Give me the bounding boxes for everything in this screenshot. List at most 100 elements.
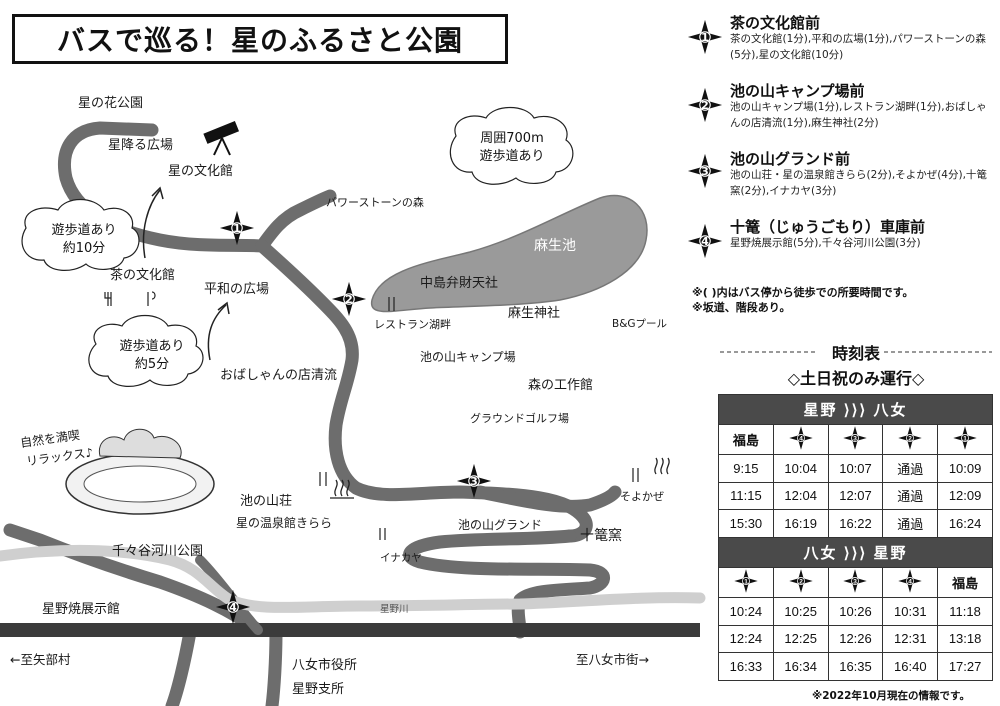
timetable-subheading: ◇土日祝のみ運行◇	[787, 369, 925, 388]
table-row: 11:15 12:04 12:07 通過 12:09	[718, 481, 993, 510]
cloud-3-line-2: 遊歩道あり	[479, 148, 545, 164]
stop-4-name: 十篭（じゅうごもり）車庫前	[730, 218, 926, 236]
label-hoshinoyaki: 星野焼展示館	[42, 602, 121, 617]
trees	[98, 428, 182, 459]
cloud-3	[449, 107, 574, 185]
cloud-1-line-1: 遊歩道あり	[51, 223, 117, 238]
table-cell: 10:04	[772, 454, 829, 483]
cloud-1-text: 遊歩道あり 約10分	[36, 222, 132, 257]
label-hoshino-onsen: 星の温泉館きらら	[236, 516, 333, 530]
table-row: 9:15 10:04 10:07 通過 10:09	[718, 454, 993, 483]
cloud-2-line-2: 約5分	[134, 356, 170, 372]
road-city-office	[165, 625, 197, 706]
table-cell: 12:26	[827, 624, 884, 653]
label-mori-workshop: 森の工作館	[528, 378, 594, 393]
dir1-stop-b-num: 3	[854, 436, 858, 443]
dir1-header-stop-b: 3	[827, 424, 884, 455]
legend-num-3: 3	[701, 165, 709, 178]
cloud-1	[21, 198, 140, 271]
trail-arrow-1	[142, 189, 161, 259]
label-ground-golf: グラウンドゴルフ場	[470, 412, 569, 425]
road-main-north	[255, 189, 337, 253]
label-restaurant: レストラン湖畔	[374, 318, 451, 331]
dir1-header-fukushima: 福島	[718, 424, 774, 455]
label-power-stone: パワーストーンの森	[326, 196, 424, 209]
label-asou-pond: 麻生池	[534, 238, 576, 254]
label-hoshino-river: 星野川	[380, 604, 409, 615]
table-cell: 13:18	[937, 624, 993, 653]
telescope-icon	[203, 120, 240, 156]
star-icon: 2	[898, 425, 923, 451]
label-chijiya-park: 千々谷河川公園	[112, 544, 204, 559]
label-to-yame: 至八女市街→	[576, 652, 649, 667]
stop-2-desc: 池の山キャンプ場(1分),レストラン湖畔(1分),おばしゃんの店清流(1分),麻…	[730, 101, 987, 129]
table-cell: 通過	[882, 481, 939, 510]
label-to-yabe: ←至矢部村	[10, 652, 71, 667]
hoshino-river-line	[0, 544, 706, 613]
table-cell: 10:31	[882, 597, 939, 626]
dir2-stop-b-num: 2	[799, 579, 803, 586]
star-icon: 3	[843, 425, 868, 451]
dir2-header-stop-d: 4	[882, 567, 939, 598]
star-icon: 4	[898, 568, 923, 594]
stop-1-name: 茶の文化館前	[730, 14, 821, 32]
label-ikenoyama-ground: 池の山グランド	[458, 518, 543, 532]
star-icon: 2	[788, 568, 813, 594]
marker-num-4: 4	[229, 601, 237, 614]
label-obashon: おばしゃんの店清流	[220, 368, 338, 383]
dir2-stop-d-num: 4	[908, 579, 912, 586]
label-heiwa-square: 平和の広場	[204, 282, 270, 297]
label-ikenoyama-camp: 池の山キャンプ場	[420, 350, 516, 364]
timetable-footnote: ※2022年10月現在の情報です。	[812, 690, 970, 702]
label-soyokaze: そよかぜ	[620, 490, 664, 503]
legend-num-2: 2	[701, 99, 709, 112]
table-row: 12:24 12:25 12:26 12:31 13:18	[718, 624, 993, 653]
star-icon: 3	[843, 568, 868, 594]
table-cell: 17:27	[937, 652, 993, 681]
trail-arrow-2	[207, 304, 227, 361]
timetable-dir2: 八女 ⟩⟩⟩ 星野 1 2 3 4 福島 10:24 10:25 10:26 1…	[718, 537, 993, 681]
star-icon: 4	[788, 425, 813, 451]
timetable-dir1: 星野 ⟩⟩⟩ 八女 福島 4 3 2 1 9:15 10:04 10:07 通過…	[718, 394, 993, 538]
dir1-header-stop-c: 2	[882, 424, 939, 455]
table-cell: 9:15	[718, 454, 774, 483]
stop-1-desc: 茶の文化館(1分),平和の広場(1分),パワーストーンの森(5分),星の文化館(…	[730, 33, 986, 61]
stop-4-desc: 星野焼展示館(5分),千々谷河川公園(3分)	[730, 237, 921, 249]
title-box: バスで巡る！星のふるさと公園	[12, 14, 508, 64]
table-cell: 12:25	[772, 624, 829, 653]
table-row: 16:33 16:34 16:35 16:40 17:27	[718, 652, 993, 681]
table-cell: 10:25	[772, 597, 829, 626]
dir2-header-fukushima: 福島	[937, 567, 993, 598]
star-icon: 1	[953, 425, 978, 451]
dir1-label: 星野 ⟩⟩⟩ 八女	[718, 394, 993, 425]
cloud-2-line-1: 遊歩道あり	[119, 339, 185, 354]
food-icons	[104, 291, 639, 540]
label-inakaya: イナカヤ	[380, 552, 422, 564]
dir1-stop-a-num: 4	[799, 436, 803, 443]
marker-num-3: 3	[470, 475, 478, 488]
label-cha-bunka: 茶の文化館	[110, 268, 176, 283]
dir2-stop-a-num: 1	[744, 579, 748, 586]
label-nakajima: 中島弁財天社	[420, 276, 499, 291]
table-cell: 16:19	[772, 509, 829, 538]
dir1-header-stop-d: 1	[937, 424, 993, 455]
road-branch-lower	[473, 485, 622, 513]
page-title: バスで巡る！星のふるさと公園	[56, 24, 463, 57]
table-cell: 15:30	[718, 509, 774, 538]
table-cell: 10:26	[827, 597, 884, 626]
dir2-stop-c-num: 3	[854, 579, 858, 586]
label-bg-pool: B&Gプール	[612, 318, 668, 330]
table-cell: 10:07	[827, 454, 884, 483]
table-row: 10:24 10:25 10:26 10:31 11:18	[718, 597, 993, 626]
table-cell: 16:40	[882, 652, 939, 681]
cloud-3-line-1: 周囲700m	[480, 131, 544, 146]
table-cell: 通過	[882, 509, 939, 538]
cloud-2-text: 遊歩道あり 約5分	[104, 338, 200, 373]
timetable-heading: 時刻表	[831, 344, 880, 363]
label-ikenoyama-sou: 池の山荘	[240, 494, 293, 509]
dir2-header-stop-a: 1	[718, 567, 774, 598]
cloud-1-line-2: 約10分	[62, 240, 106, 256]
legend-num-1: 1	[701, 31, 709, 44]
